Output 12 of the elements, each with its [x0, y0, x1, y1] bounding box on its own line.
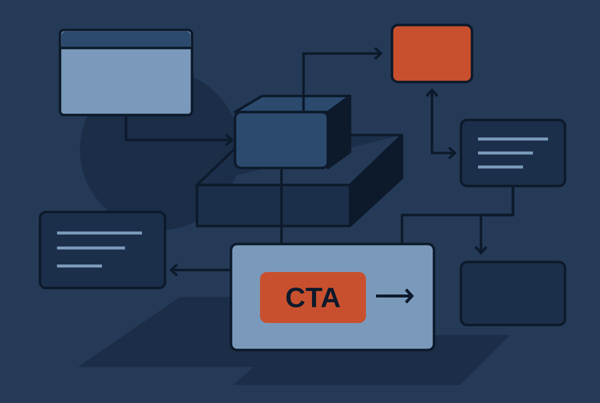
text-card [460, 118, 566, 188]
connector-arrow [302, 47, 383, 111]
text-card [38, 210, 166, 290]
connector-arrow [474, 187, 514, 255]
cube-drawing [234, 94, 352, 170]
highlight-box [390, 24, 474, 84]
connector-arrow [169, 264, 230, 276]
empty-box [460, 260, 566, 326]
window-drawing [58, 28, 194, 116]
connector-arrow [124, 116, 234, 146]
cta-button: CTA [260, 272, 366, 323]
connector-arrow [426, 88, 457, 160]
